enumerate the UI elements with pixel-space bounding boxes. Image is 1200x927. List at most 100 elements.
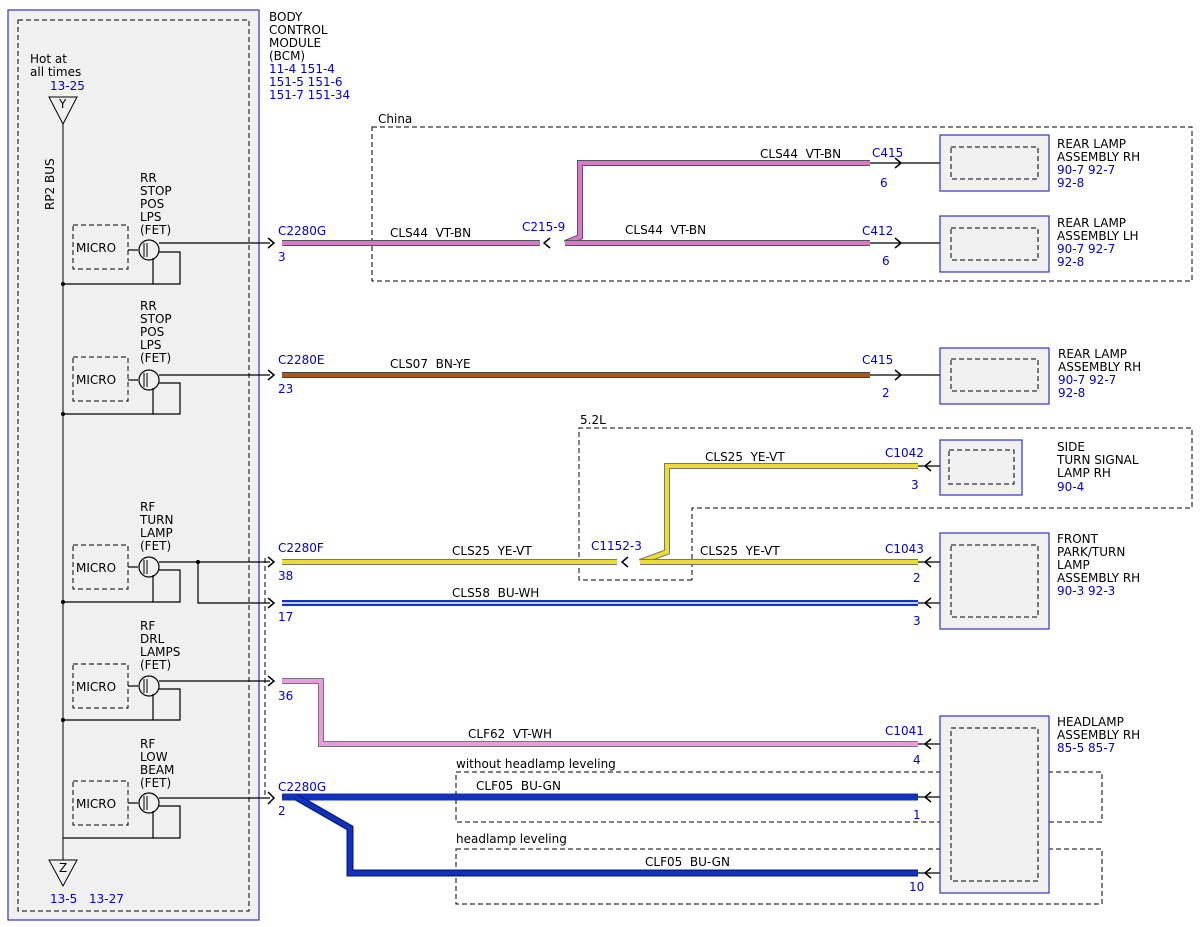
output-4-label: RF DRL LAMPS (FET) — [140, 619, 184, 672]
micro-label: MICRO — [76, 561, 116, 575]
svg-text:6: 6 — [880, 176, 888, 190]
fet-icon — [138, 792, 160, 814]
svg-text:1: 1 — [913, 808, 921, 822]
wire-clf62[interactable] — [282, 678, 918, 747]
svg-text:C1041: C1041 — [885, 724, 924, 738]
svg-text:85-5 85-7: 85-5 85-7 — [1057, 741, 1115, 755]
svg-text:3: 3 — [911, 478, 919, 492]
bottom-ref-1[interactable]: 13-5 — [50, 892, 77, 906]
wire-clf05-pin10[interactable] — [294, 793, 918, 877]
output-1-label: RR STOP POS LPS (FET) — [140, 171, 175, 237]
micro-label: MICRO — [76, 680, 116, 694]
svg-text:C1042: C1042 — [885, 446, 924, 460]
svg-text:17: 17 — [278, 610, 293, 624]
svg-text:C412: C412 — [862, 224, 893, 238]
bcm-internal-boundary — [17, 19, 250, 912]
svg-text:C415: C415 — [862, 353, 893, 367]
output-driver-1: RR STOP POS LPS (FET) MICRO — [61, 171, 270, 286]
top-ref[interactable]: 13-25 — [50, 79, 85, 93]
hot-at-all-times-label: Hot at all times — [30, 52, 81, 79]
svg-text:C2280E: C2280E — [278, 353, 325, 367]
wire-label: CLF05 BU-GN — [476, 779, 561, 793]
svg-text:4: 4 — [913, 753, 921, 767]
module-refs[interactable]: 11-4 151-4 151-5 151-6 151-7 151-34 — [269, 62, 350, 102]
svg-text:23: 23 — [278, 382, 293, 396]
svg-text:90-4: 90-4 — [1057, 480, 1084, 494]
wire-label: CLF05 BU-GN — [645, 855, 730, 869]
option-box-leveling — [455, 848, 1103, 905]
output-2-label: RR STOP POS LPS (FET) — [140, 299, 175, 365]
svg-text:2: 2 — [913, 571, 921, 585]
option-box-china — [371, 126, 1193, 282]
bus-node-top-label: Y — [58, 97, 67, 111]
option-label-5-2l: 5.2L — [580, 413, 606, 427]
micro-label: MICRO — [76, 797, 116, 811]
wire-label: CLS44 VT-BN — [625, 223, 706, 237]
svg-text:2: 2 — [278, 804, 286, 818]
component-leads — [870, 162, 940, 874]
svg-text:C2280G: C2280G — [278, 780, 326, 794]
output-driver-5: RF LOW BEAM (FET) MICRO — [63, 737, 270, 839]
svg-text:90-3 92-3: 90-3 92-3 — [1057, 584, 1115, 598]
bus-node-bottom-label: Z — [59, 861, 67, 875]
bus-node-top-triangle — [48, 96, 78, 126]
wire-cls25-splice-to-c1042[interactable] — [638, 463, 918, 565]
fet-icon — [138, 675, 160, 697]
svg-text:C215-9: C215-9 — [522, 220, 565, 234]
svg-text:C415: C415 — [872, 146, 903, 160]
micro-box — [72, 224, 129, 270]
wire-label: CLS58 BU-WH — [452, 586, 539, 600]
wire-label: CLS44 VT-BN — [760, 147, 841, 161]
option-box-without-leveling — [455, 771, 1103, 823]
module-title: BODY CONTROL MODULE (BCM) — [269, 10, 331, 63]
bottom-ref-2[interactable]: 13-27 — [89, 892, 124, 906]
option-label-without-leveling: without headlamp leveling — [456, 757, 616, 771]
fet-icon — [138, 556, 160, 578]
option-box-5-2l — [578, 427, 1193, 581]
bus-node-bottom-triangle — [48, 859, 78, 888]
svg-text:6: 6 — [882, 254, 890, 268]
micro-label: MICRO — [76, 241, 116, 255]
svg-text:C1152-3: C1152-3 — [591, 539, 642, 553]
option-label-china: China — [378, 112, 412, 126]
output-driver-2: RR STOP POS LPS (FET) MICRO — [61, 299, 270, 416]
svg-text:C2280F: C2280F — [278, 541, 324, 555]
svg-text:C2280G: C2280G — [278, 224, 326, 238]
svg-text:3: 3 — [278, 250, 286, 264]
svg-text:10: 10 — [909, 880, 924, 894]
output-5-label: RF LOW BEAM (FET) — [140, 737, 178, 790]
fet-icon — [138, 239, 160, 261]
connector-labels[interactable]: C2280G 3 C215-9 C415 6 C412 6 C2280E 23 … — [278, 146, 924, 894]
svg-text:3: 3 — [913, 614, 921, 628]
rp2-bus-label: RP2 BUS — [43, 158, 57, 210]
svg-text:38: 38 — [278, 569, 293, 583]
svg-text:2: 2 — [882, 386, 890, 400]
wire-label: CLS25 YE-VT — [705, 450, 785, 464]
wire-cls44-splice-to-c415[interactable] — [563, 160, 870, 246]
svg-text:90-7 92-792-8: 90-7 92-792-8 — [1057, 163, 1115, 190]
svg-text:90-7 92-792-8: 90-7 92-792-8 — [1057, 242, 1115, 269]
micro-box — [72, 356, 129, 402]
wire-label: CLS25 YE-VT — [452, 544, 532, 558]
wire-label: CLF62 VT-WH — [468, 727, 552, 741]
output-driver-4: RF DRL LAMPS (FET) MICRO — [61, 619, 270, 722]
wire-label: CLS07 BN-YE — [390, 357, 471, 371]
svg-text:90-7 92-792-8: 90-7 92-792-8 — [1058, 373, 1116, 400]
option-label-leveling: headlamp leveling — [456, 832, 567, 846]
svg-text:C1043: C1043 — [885, 542, 924, 556]
wire-label: CLS44 VT-BN — [390, 226, 471, 240]
fet-icon — [138, 369, 160, 391]
